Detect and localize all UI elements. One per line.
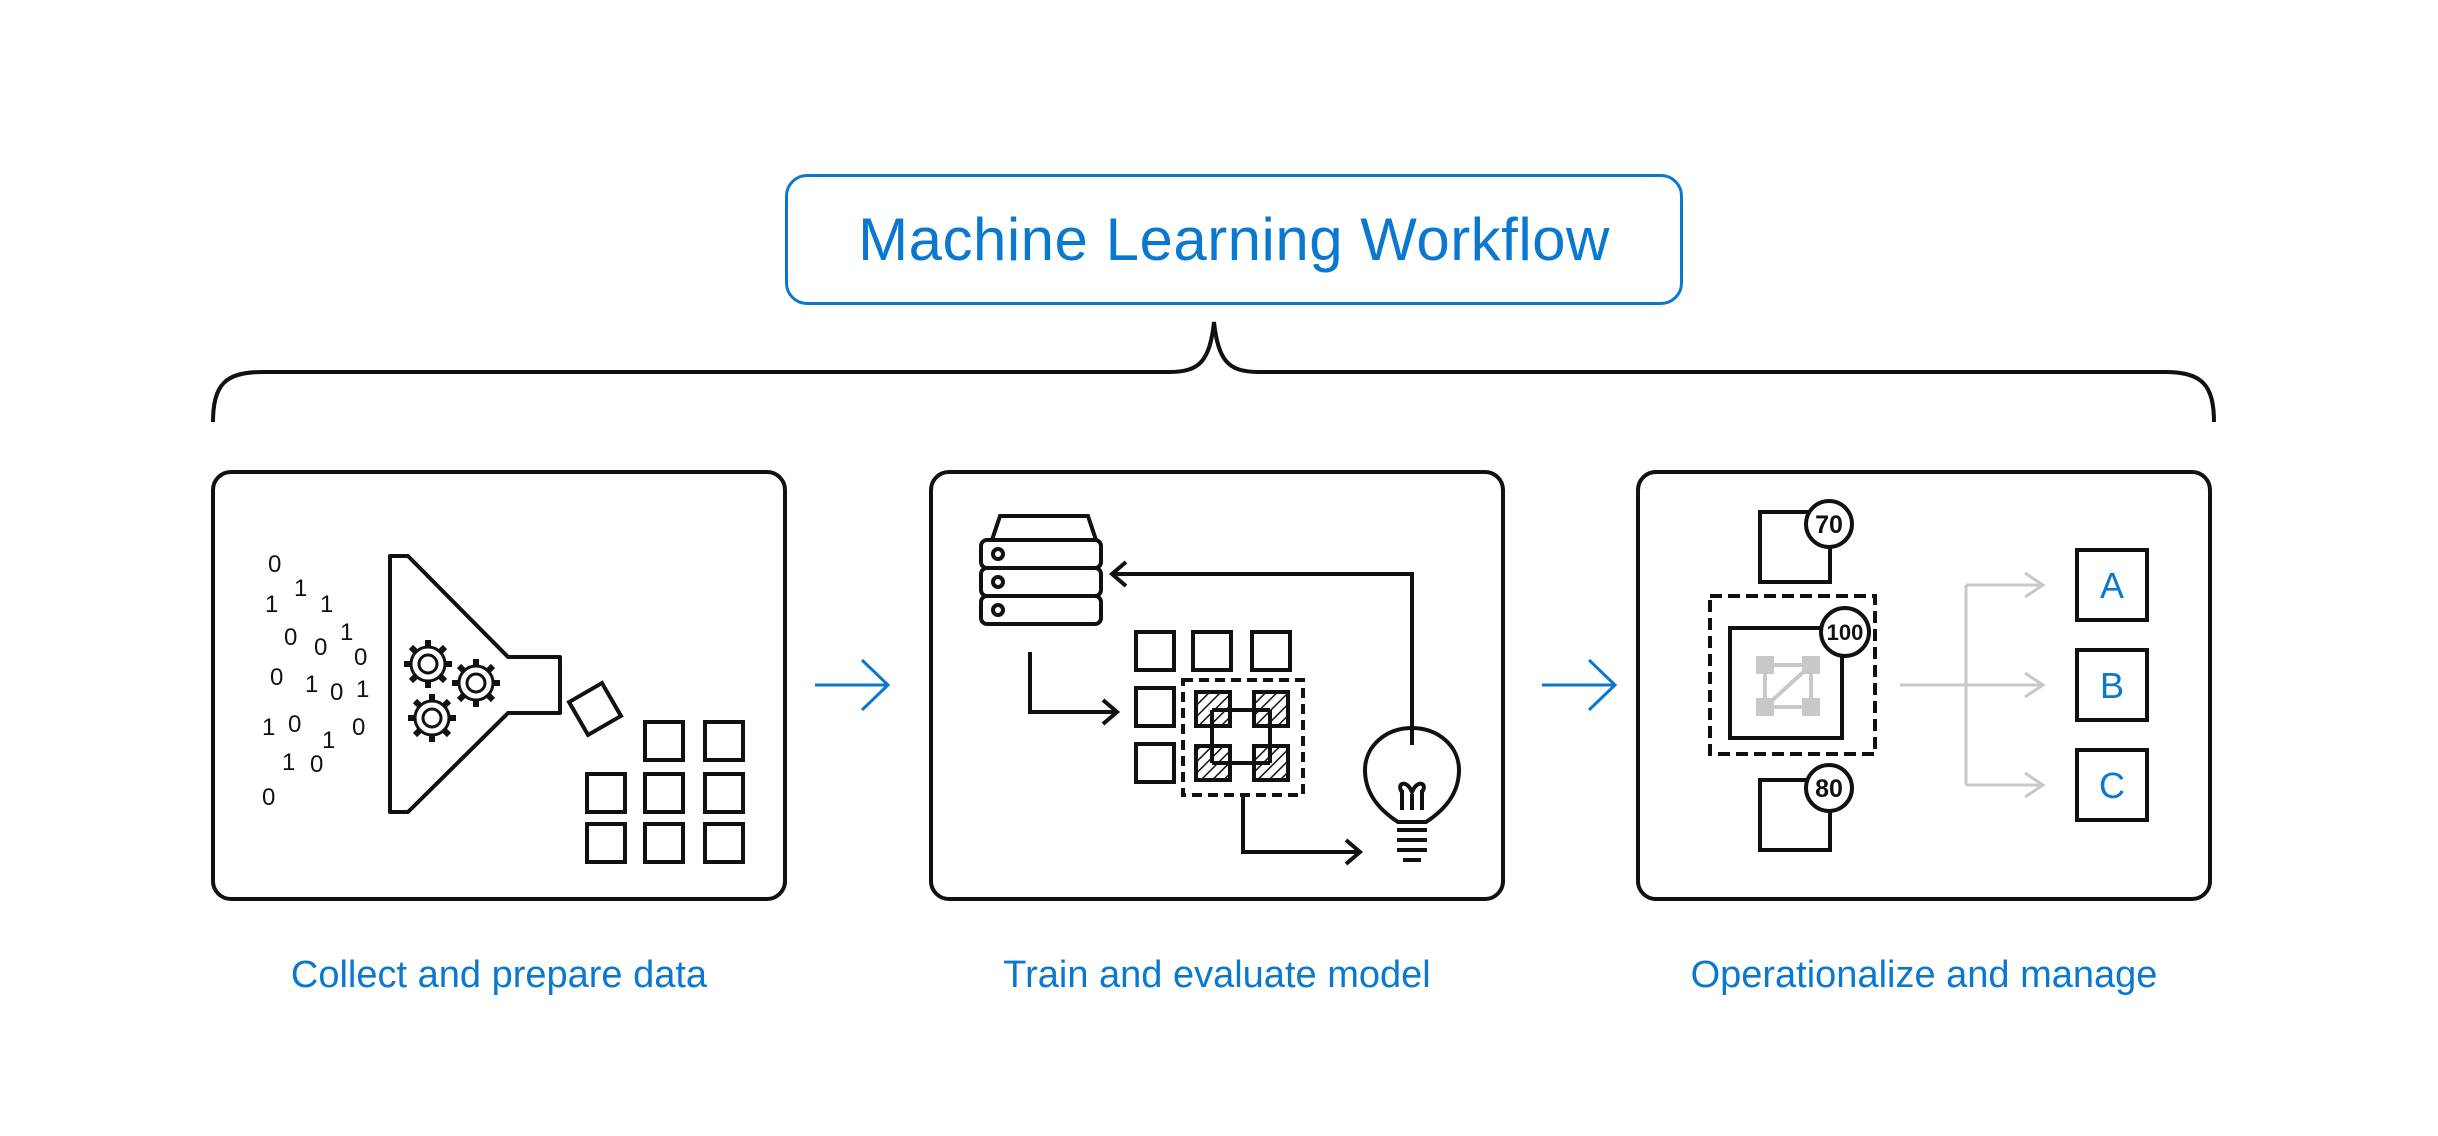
deployment-icon: 100	[1708, 594, 1877, 756]
binary-digit: 0	[268, 551, 281, 578]
input-arrow-icon	[1028, 652, 1121, 726]
endpoint-label: A	[2100, 565, 2124, 606]
model-version-icon: 80	[1758, 763, 1854, 852]
model-version-icon: 70	[1758, 499, 1854, 584]
server-stack-icon	[979, 514, 1103, 626]
grouping-brace	[211, 321, 2216, 423]
data-grid-icon	[1134, 630, 1292, 784]
binary-digit: 1	[305, 671, 318, 698]
feedback-arrow-icon	[1108, 560, 1414, 745]
binary-digit: 0	[284, 624, 297, 651]
binary-digit: 0	[262, 784, 275, 811]
binary-digit: 1	[322, 727, 335, 754]
stage-label-train: Train and evaluate model	[1003, 953, 1431, 996]
lightbulb-icon	[1362, 725, 1462, 862]
version-badge-bottom: 80	[1815, 775, 1843, 803]
binary-digit: 0	[314, 634, 327, 661]
endpoint-box-c: C	[2075, 748, 2149, 822]
binary-digit: 1	[320, 591, 333, 618]
stage-label-collect: Collect and prepare data	[290, 953, 708, 996]
binary-digit: 0	[270, 664, 283, 691]
binary-digit: 1	[265, 591, 278, 618]
binary-digit: 0	[352, 714, 365, 741]
binary-digit: 0	[288, 711, 301, 738]
funnel-icon	[388, 554, 562, 814]
binary-digit: 1	[340, 619, 353, 646]
version-badge-top: 70	[1815, 511, 1843, 539]
stage-panel-operationalize	[1636, 470, 2212, 901]
gear-icon	[452, 659, 500, 707]
endpoint-label: C	[2099, 765, 2125, 806]
data-grid-icon	[585, 720, 745, 864]
binary-digit: 1	[356, 676, 369, 703]
branch-arrows-icon	[1900, 571, 2046, 799]
binary-digit: 0	[310, 751, 323, 778]
stage-panel-collect	[211, 470, 787, 901]
diagram-title: Machine Learning Workflow	[785, 174, 1683, 305]
binary-digits: 0 1 1 1 0 0 1 0 0 1 0 1 1 0 1 0 1 0 0	[262, 551, 369, 811]
gear-icon	[408, 694, 456, 742]
binary-digit: 1	[294, 575, 307, 602]
flow-arrow-icon	[1542, 658, 1618, 712]
binary-digit: 0	[330, 679, 343, 706]
stage-label-operationalize: Operationalize and manage	[1690, 953, 2158, 996]
version-badge-center: 100	[1827, 620, 1864, 645]
output-arrow-icon	[1241, 796, 1364, 866]
data-cube-icon	[566, 680, 624, 738]
gear-icon	[404, 640, 452, 688]
binary-digit: 1	[262, 714, 275, 741]
endpoint-box-b: B	[2075, 648, 2149, 722]
stage-panel-train	[929, 470, 1505, 901]
endpoint-label: B	[2100, 665, 2124, 706]
binary-digit: 1	[282, 749, 295, 776]
model-grid-icon	[1181, 678, 1305, 797]
flow-arrow-icon	[815, 658, 891, 712]
endpoint-box-a: A	[2075, 548, 2149, 622]
binary-digit: 0	[354, 644, 367, 671]
